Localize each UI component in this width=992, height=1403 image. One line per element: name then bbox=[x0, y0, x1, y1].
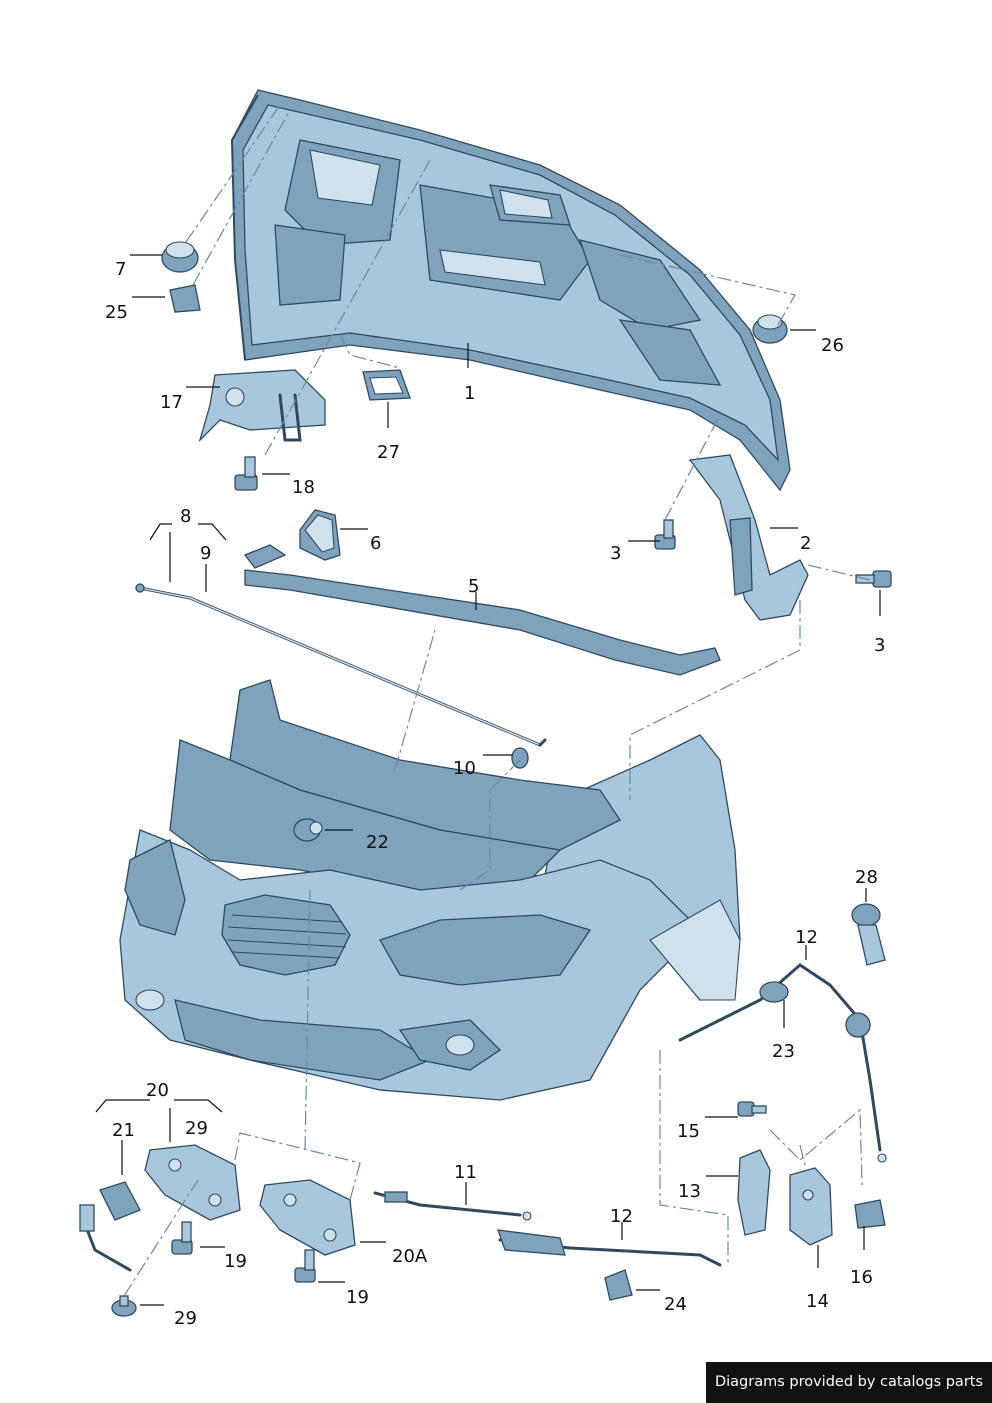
callout-10: 10 bbox=[453, 758, 476, 779]
grommet-23 bbox=[759, 981, 789, 1003]
callout-26: 26 bbox=[821, 335, 844, 356]
callout-8: 8 bbox=[180, 506, 191, 527]
seal-strip bbox=[243, 544, 721, 676]
clip-16 bbox=[854, 1199, 886, 1229]
bolt-19-right bbox=[294, 1249, 316, 1283]
callout-9: 9 bbox=[200, 543, 211, 564]
cable-12-lower bbox=[497, 1229, 722, 1267]
hood-lock-20 bbox=[144, 1144, 241, 1221]
bolt-18 bbox=[234, 456, 258, 491]
callout-15: 15 bbox=[677, 1121, 700, 1142]
callout-22: 22 bbox=[366, 832, 389, 853]
callout-23: 23 bbox=[772, 1041, 795, 1062]
bracket-14 bbox=[789, 1167, 833, 1246]
hood-prop-rod bbox=[135, 583, 547, 747]
callout-1: 1 bbox=[464, 383, 475, 404]
callout-19-left: 19 bbox=[224, 1251, 247, 1272]
buffer-pad bbox=[299, 509, 341, 561]
clip-24 bbox=[604, 1269, 633, 1301]
callout-labels: 1 2 3 3 5 6 7 8 9 10 11 12 12 13 14 15 1… bbox=[105, 259, 885, 1329]
callout-3-left: 3 bbox=[610, 543, 621, 564]
callout-18: 18 bbox=[292, 477, 315, 498]
callout-3-right: 3 bbox=[874, 635, 885, 656]
callout-2: 2 bbox=[800, 533, 811, 554]
callout-17: 17 bbox=[160, 392, 183, 413]
credit-banner: Diagrams provided by catalogs parts bbox=[706, 1362, 992, 1403]
bolt-3-right bbox=[855, 570, 892, 588]
callout-11: 11 bbox=[454, 1162, 477, 1183]
callout-12-lower: 12 bbox=[610, 1206, 633, 1227]
buffer-25 bbox=[169, 284, 201, 313]
callout-13: 13 bbox=[678, 1181, 701, 1202]
callout-5: 5 bbox=[468, 576, 479, 597]
grommet-28 bbox=[851, 903, 886, 966]
callout-20a: 20A bbox=[392, 1246, 428, 1267]
bolt-19-left bbox=[171, 1221, 193, 1255]
bolt-3-left bbox=[654, 519, 676, 550]
assembly-lines bbox=[123, 104, 871, 1297]
callout-29-upper: 29 bbox=[185, 1118, 208, 1139]
callout-12-upper: 12 bbox=[795, 927, 818, 948]
screw-15 bbox=[737, 1101, 767, 1117]
buffer-7 bbox=[161, 241, 199, 273]
leader-lines bbox=[95, 254, 881, 1306]
callout-29-lower: 29 bbox=[174, 1308, 197, 1329]
callout-21: 21 bbox=[112, 1120, 135, 1141]
callout-27: 27 bbox=[377, 442, 400, 463]
grille-slats bbox=[227, 914, 347, 959]
lock-striker-17 bbox=[198, 369, 326, 443]
hood-hinge bbox=[688, 454, 809, 621]
switch-21 bbox=[79, 1181, 141, 1272]
callout-25: 25 bbox=[105, 302, 128, 323]
seal-27 bbox=[362, 369, 411, 401]
callout-6: 6 bbox=[370, 533, 381, 554]
cable-12-upper bbox=[678, 963, 887, 1163]
rivet-29 bbox=[111, 1295, 137, 1317]
callout-20: 20 bbox=[146, 1080, 169, 1101]
callout-16: 16 bbox=[850, 1267, 873, 1288]
callout-14: 14 bbox=[806, 1291, 829, 1312]
hood-panel bbox=[230, 89, 791, 492]
release-handle-13 bbox=[737, 1149, 771, 1236]
clip-22 bbox=[293, 818, 323, 842]
callout-28: 28 bbox=[855, 867, 878, 888]
callout-7: 7 bbox=[115, 259, 126, 280]
buffer-26 bbox=[752, 314, 788, 344]
cable-11 bbox=[373, 1191, 532, 1221]
callout-24: 24 bbox=[664, 1294, 687, 1315]
grommet-10 bbox=[511, 747, 529, 769]
callout-19-right: 19 bbox=[346, 1287, 369, 1308]
front-body bbox=[119, 679, 741, 1101]
hood-lock-20a bbox=[259, 1179, 356, 1256]
